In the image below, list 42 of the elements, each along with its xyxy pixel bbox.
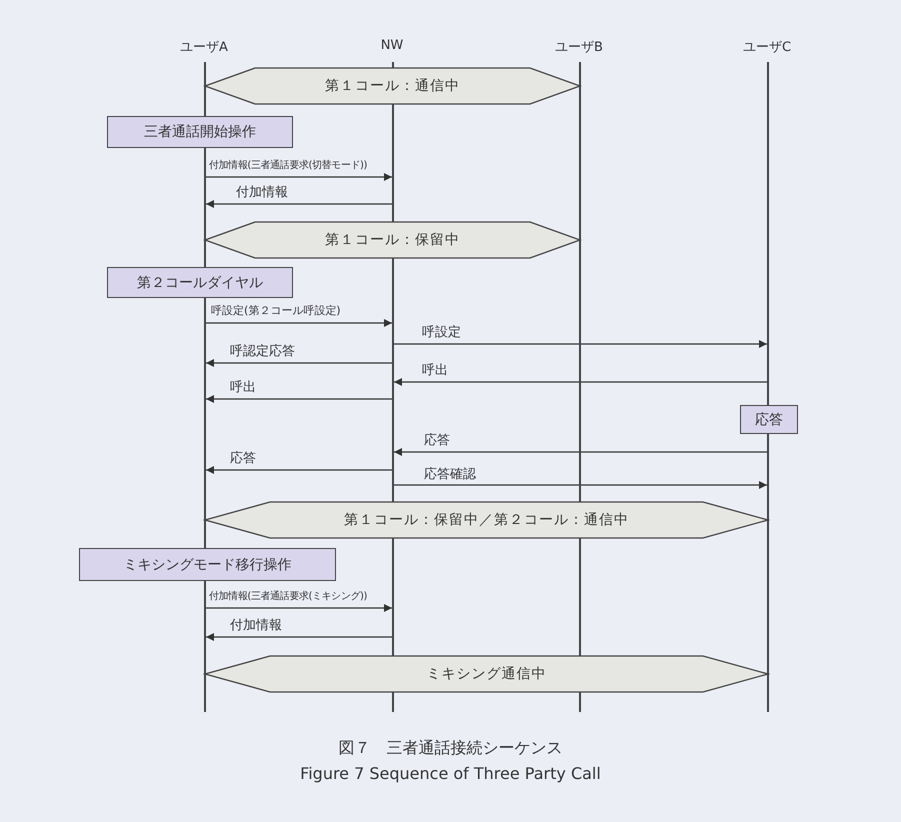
message-label: 応答確認 <box>424 466 476 483</box>
message-label: 呼認定応答 <box>230 343 295 360</box>
message-arrow <box>206 633 392 641</box>
state-banner <box>205 68 580 104</box>
participant-label: ユーザB <box>554 39 604 56</box>
state-text: 第１コール：通信中 <box>325 77 460 95</box>
message-label: 呼設定 <box>422 324 461 341</box>
message-label: 呼設定(第２コール呼設定) <box>211 303 341 318</box>
message-label: 付加情報(三者通話要求(ミキシング)) <box>209 590 368 603</box>
state-text: ミキシング通信中 <box>426 665 546 683</box>
message-arrow <box>206 319 392 327</box>
message-arrow <box>206 359 392 367</box>
figure-caption: 図７ 三者通話接続シーケンス <box>338 738 562 759</box>
message-arrow <box>206 173 392 181</box>
operation-box: 第２コールダイヤル <box>107 267 293 298</box>
state-text: 第１コール：保留中 <box>325 231 460 249</box>
state-banner <box>205 502 768 538</box>
operation-box: 応答 <box>740 405 798 434</box>
operation-box: 三者通話開始操作 <box>107 116 293 148</box>
message-arrow <box>394 340 767 348</box>
state-banner <box>205 656 768 692</box>
participant-label: ユーザC <box>742 39 792 56</box>
message-arrow <box>206 466 392 474</box>
message-arrow <box>206 604 392 612</box>
figure-caption: Figure 7 Sequence of Three Party Call <box>300 764 601 783</box>
message-arrow <box>206 395 392 403</box>
message-label: 付加情報(三者通話要求(切替モード)) <box>209 158 368 172</box>
message-label: 付加情報 <box>236 184 288 201</box>
message-label: 呼出 <box>230 379 256 396</box>
message-label: 付加情報 <box>230 617 282 634</box>
participant-label: ユーザA <box>179 39 229 56</box>
message-arrow <box>394 448 767 456</box>
message-arrow <box>394 378 767 386</box>
operation-box: ミキシングモード移行操作 <box>79 548 336 581</box>
message-arrow <box>206 200 392 208</box>
state-text: 第１コール：保留中／第２コール：通信中 <box>344 511 629 529</box>
message-label: 呼出 <box>422 362 448 379</box>
state-banner <box>205 222 580 258</box>
participant-label: NW <box>380 38 404 53</box>
message-arrow <box>394 481 767 489</box>
message-label: 応答 <box>230 450 256 467</box>
message-label: 応答 <box>424 432 450 449</box>
